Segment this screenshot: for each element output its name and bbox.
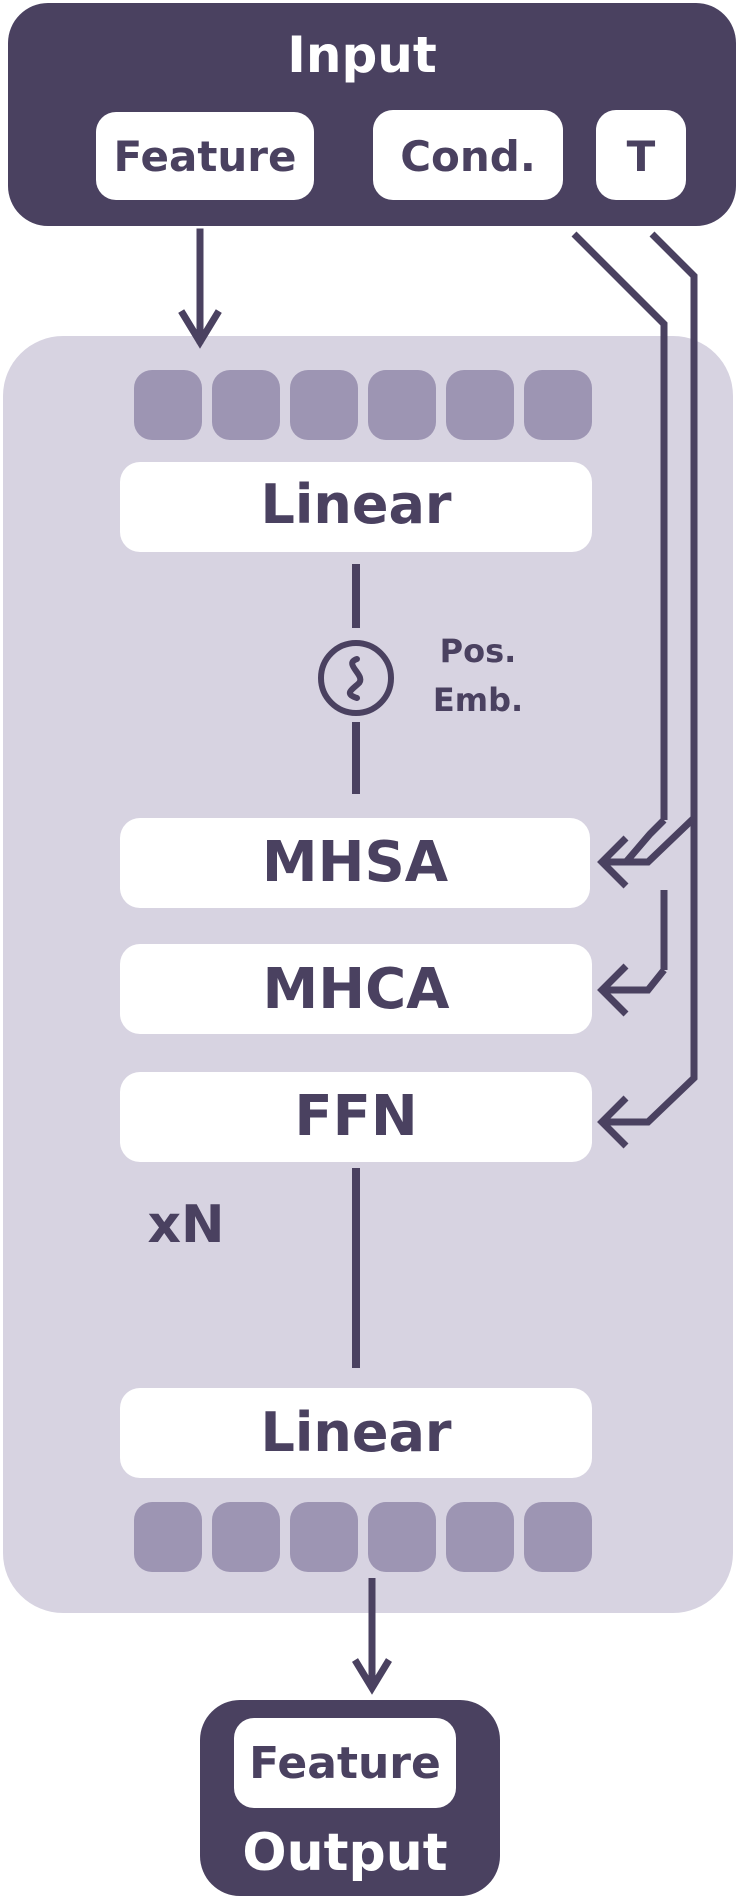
input-token bbox=[446, 370, 514, 440]
output-arrow bbox=[352, 1578, 392, 1695]
input-t-label: T bbox=[627, 132, 656, 181]
feature-input-arrow bbox=[178, 228, 222, 349]
input-cond-box bbox=[373, 110, 563, 200]
output-token bbox=[212, 1502, 280, 1572]
linear-in-label: Linear bbox=[260, 473, 451, 536]
output-feature-label: Feature bbox=[249, 1738, 441, 1789]
input-tokens bbox=[134, 370, 592, 440]
ffn-label: FFN bbox=[294, 1084, 417, 1149]
pos-emb-label-line2: Emb. bbox=[433, 681, 523, 719]
linear-out-label: Linear bbox=[260, 1401, 451, 1464]
repeat-label: xN bbox=[147, 1195, 224, 1255]
input-token bbox=[212, 370, 280, 440]
output-tokens bbox=[134, 1502, 592, 1572]
t-route bbox=[597, 231, 698, 1149]
output-feature-box bbox=[234, 1718, 456, 1808]
output-token bbox=[524, 1502, 592, 1572]
output-title: Output bbox=[242, 1823, 447, 1883]
sine-wave-icon bbox=[346, 656, 364, 701]
input-token bbox=[524, 370, 592, 440]
linear-out-box bbox=[120, 1388, 592, 1478]
input-feature-box bbox=[96, 112, 314, 200]
output-token bbox=[290, 1502, 358, 1572]
input-token bbox=[134, 370, 202, 440]
output-token bbox=[134, 1502, 202, 1572]
output-token bbox=[446, 1502, 514, 1572]
input-token bbox=[290, 370, 358, 440]
mhsa-label: MHSA bbox=[262, 830, 449, 895]
output-token bbox=[368, 1502, 436, 1572]
input-title: Input bbox=[287, 26, 437, 84]
cond-route bbox=[571, 231, 668, 1017]
mhca-label: MHCA bbox=[262, 957, 450, 1022]
pos-emb-label-line1: Pos. bbox=[440, 632, 517, 670]
mhca-box bbox=[120, 944, 592, 1034]
input-t-box bbox=[596, 110, 686, 200]
pos-emb-circle bbox=[318, 640, 394, 716]
input-cond-label: Cond. bbox=[400, 132, 536, 181]
input-token bbox=[368, 370, 436, 440]
mhsa-box bbox=[120, 818, 590, 908]
linear-in-box bbox=[120, 462, 592, 552]
ffn-box bbox=[120, 1072, 592, 1162]
input-feature-label: Feature bbox=[114, 132, 297, 181]
